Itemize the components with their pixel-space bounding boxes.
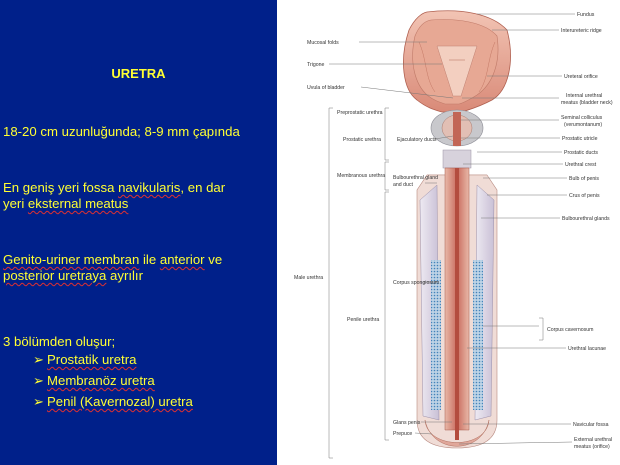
label-bulb-of-penis: Bulb of penis [569,176,599,182]
division-line-2: posterior uretraya ayrılır [3,268,143,283]
label-male-urethra: Male urethra [294,275,323,281]
label-ureteral-orifice: Ureteral orifice [564,74,598,80]
label-uvula: Uvula of bladder [307,85,345,91]
label-trigone: Trigone [307,62,325,68]
label-ejaculatory-ducts: Ejaculatory ducts [397,137,437,143]
arrow-bullet-icon: ➢ [33,373,45,388]
penile-shaft-drawing [416,167,498,449]
bullet-membranous: ➢Membranöz uretra [33,373,155,388]
label-penile-urethra: Penile urethra [347,317,379,323]
label-bladder-neck: meatus (bladder neck) [561,100,613,106]
label-mucosal-folds: Mucosal folds [307,40,339,46]
label-glans-penis: Glans penis [393,420,421,426]
length-diameter-text: 18-20 cm uzunluğunda; 8-9 mm çapında [3,124,240,139]
bladder-drawing [403,10,511,113]
label-prepuce: Prepuce [393,431,412,437]
label-urethral-crest: Urethral crest [565,162,597,168]
parts-intro: 3 bölümden oluşur; [3,334,116,349]
right-leader-lines [458,13,575,445]
label-bulbourethral-gland: Bulbourethral gland [393,175,438,181]
right-labels: Fundus Interureteric ridge Ureteral orif… [547,12,613,450]
label-verumontanum: (verumontanum) [564,122,602,128]
bullet-prostatic: ➢Prostatik uretra [33,352,137,367]
label-prostatic-urethra: Prostatic urethra [343,137,381,143]
widest-narrowest-line-2: yeri eksternal meatus [3,196,129,211]
left-labels: Mucosal folds Trigone Uvula of bladder P… [294,40,439,437]
label-and-duct: and duct [393,182,413,188]
label-fundus: Fundus [577,12,595,18]
label-external-meatus: meatus (orifice) [574,444,610,450]
label-prostatic-ducts: Prostatic ducts [564,150,598,156]
label-prostatic-utricle: Prostatic utricle [562,136,598,142]
slide-title: URETRA [111,66,166,81]
label-crus-of-penis: Crus of penis [569,193,600,199]
label-membranous-urethra: Membranous urethra [337,173,385,179]
label-seminal-colliculus: Seminal colliculus [561,115,603,121]
label-navicular-fossa: Navicular fossa [573,422,609,428]
text-panel: URETRA 18-20 cm uzunluğunda; 8-9 mm çapı… [0,0,277,465]
arrow-bullet-icon: ➢ [33,394,45,409]
label-external-urethral: External urethral [574,437,612,443]
label-corpus-spongiosum: Corpus spongiosum [393,280,439,286]
label-preprostatic-urethra: Preprostatic urethra [337,110,383,116]
left-leader-lines [329,41,454,435]
widest-narrowest-line-1: En geniş yeri fossa navikularis, en dar [3,180,226,195]
label-bulbourethral-glands: Bulbourethral glands [562,216,610,222]
anatomy-figure: Mucosal folds Trigone Uvula of bladder P… [277,0,620,465]
urethra-anatomy-illustration: Mucosal folds Trigone Uvula of bladder P… [294,10,613,459]
division-line-1: Genito-uriner membran ile anterior ve [3,252,223,267]
arrow-bullet-icon: ➢ [33,352,45,367]
label-internal-urethral: Internal urethral [566,93,602,99]
label-interureteric-ridge: Interureteric ridge [561,28,602,34]
label-corpus-cavernosum: Corpus cavernosum [547,327,593,333]
bullet-penile: ➢Penil (Kavernozal) uretra [33,394,193,409]
prostate-drawing [430,109,484,147]
label-urethral-lacunae: Urethral lacunae [568,346,606,352]
left-brackets [328,107,389,459]
